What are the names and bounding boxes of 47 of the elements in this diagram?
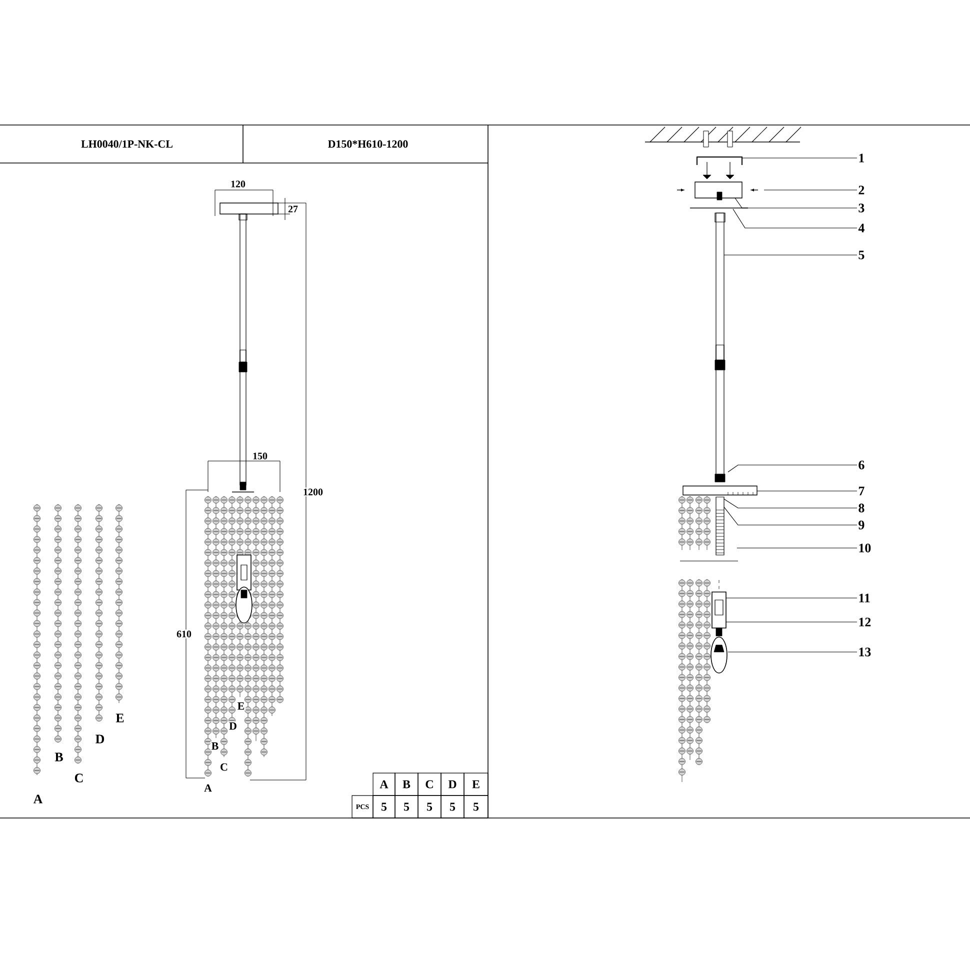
- dimension-text: 120: [230, 180, 246, 188]
- table-cell: 5: [372, 795, 396, 818]
- strand-letter: E: [114, 712, 126, 724]
- strand-letter: A: [32, 794, 44, 804]
- callout-number: 3: [858, 204, 864, 212]
- strand-letter: C: [219, 762, 229, 772]
- table-cell: 5: [418, 795, 442, 818]
- callout-number: 12: [859, 618, 871, 626]
- dimension-text: D150*H610-1200: [326, 139, 410, 149]
- callout-number: 6: [858, 460, 864, 470]
- dimension-text: 27: [287, 204, 299, 214]
- leader-line: [734, 198, 858, 208]
- callout-number: 8: [858, 504, 864, 512]
- table-cell: E: [464, 772, 488, 796]
- table-cell: 5: [394, 795, 418, 818]
- dimension-text: 1200: [302, 488, 324, 496]
- table-cell: B: [394, 772, 418, 796]
- callout-number: 1: [859, 154, 864, 162]
- callout-number: 10: [859, 544, 871, 552]
- table-cell: 5: [464, 795, 488, 818]
- strand-letter: E: [236, 701, 246, 711]
- callout-number: 7: [858, 486, 864, 496]
- strand-letter: A: [203, 783, 213, 793]
- table-cell: A: [372, 772, 396, 796]
- strand-letter: D: [94, 734, 106, 744]
- leader-line: [724, 498, 858, 508]
- leader-line: [732, 208, 858, 228]
- strand-letter: B: [210, 741, 220, 751]
- model-number: LH0040/1P-NK-CL: [80, 139, 174, 149]
- table-cell: D: [440, 772, 464, 796]
- callout-number: 13: [859, 648, 871, 656]
- callout-number: 5: [858, 250, 864, 260]
- leader-line: [724, 506, 858, 526]
- callout-number: 11: [859, 594, 870, 602]
- dimension-text: 150: [252, 452, 268, 460]
- table-cell: 5: [440, 795, 464, 818]
- strand-letter: D: [228, 721, 238, 731]
- leader-line: [724, 254, 858, 256]
- dimension-text: 610: [176, 630, 192, 638]
- strand-letter: B: [54, 752, 64, 762]
- strand-letter: C: [73, 772, 85, 784]
- callout-number: 9: [858, 520, 864, 530]
- callout-number: 2: [858, 186, 864, 194]
- leader-line: [728, 464, 858, 472]
- table-cell: C: [418, 772, 442, 796]
- leader-line: [756, 490, 858, 492]
- callout-number: 4: [858, 224, 864, 232]
